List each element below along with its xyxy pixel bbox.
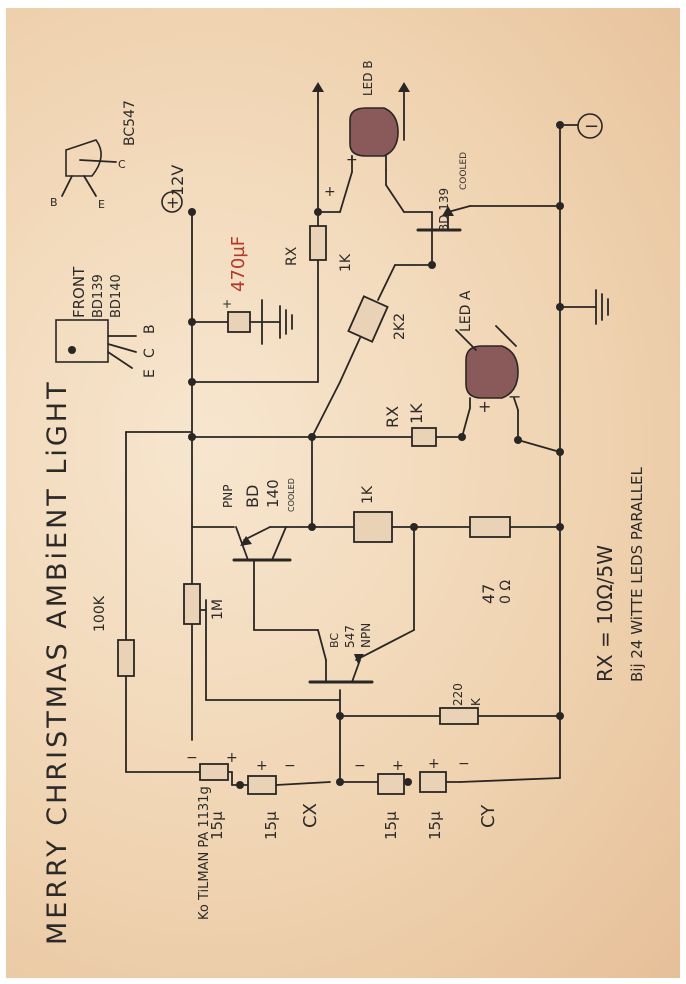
resistor-470 [469,516,511,538]
pinout-type-2: BD140 [109,274,124,318]
supply-plus: + [166,193,179,212]
bc547-num: 547 [343,625,357,648]
led-b-plus-2: + [346,152,358,168]
capacitor-470uf [227,299,293,345]
transistor-bc547-npn [308,654,374,684]
resistor-100k-label: 100K [92,595,108,632]
bc547-prefix: BC [328,633,341,648]
cx2-minus: − [284,758,296,774]
capacitor-cx-1 [199,763,229,781]
bd140-name: BD [243,485,262,508]
rx-note: RX = 10Ω/5W [593,545,617,682]
cy1-minus: − [354,758,366,774]
positive-terminal-icon [161,191,183,213]
led-b [312,82,410,173]
resistor-1k-mid [353,511,393,543]
cy-name: CY [478,804,499,828]
bd139-note: COOLED [459,152,469,190]
diagram-title: MERRY CHRISTMAS AMBiENT LiGHT [42,379,73,945]
resistor-220k-top: 220 [451,683,465,706]
cx-cap-2-value: 15µ [262,811,280,840]
labels: MERRY CHRISTMAS AMBiENT LiGHT Ko TiLMAN … [42,60,646,945]
pinout-front: FRONT [70,266,88,318]
resistor-1k-mid-label: 1K [360,485,376,504]
resistor-470-top: 47 [479,584,498,604]
bd140-num: 140 [264,479,282,508]
resistor-rx-b-label: RX [284,246,300,266]
bd140-note: COOLED [287,478,296,512]
cy2-plus: + [428,756,440,772]
resistor-rx-b-value: 1K [338,253,354,272]
cx1-plus: + [226,750,238,766]
pinout-bc-pin-e: E [98,198,105,211]
pinout-bc547 [61,139,117,197]
capacitor-cy-1 [377,773,405,795]
led-b-plus-1: + [324,184,336,200]
led-a-label: LED A [458,290,474,332]
cy1-plus: + [392,758,404,774]
led-b-label: LED B [361,60,375,96]
pinout-pin-c: C [142,348,158,358]
pinout-type-1: BD139 [91,274,106,318]
pinout-bc-pin-c: C [118,158,126,171]
cx-name: CX [300,803,321,828]
led-a [455,325,519,411]
resistor-rx-a [411,427,437,447]
bd140-type: PNP [221,485,235,508]
ground-symbol [595,289,609,325]
capacitor-470uf-sign: + [222,297,232,311]
led-a-plus: + [478,397,491,416]
pinout-pin-b: B [142,324,158,334]
cy-cap-1-value: 15µ [382,811,400,840]
resistor-100k [117,639,135,677]
led-a-minus: − [508,387,521,406]
resistor-rx-b [309,225,327,261]
supply-minus: − [584,116,599,137]
cx-cap-1-value: 15µ [208,811,226,840]
resistor-220k-bottom: K [469,697,483,706]
capacitor-cy-2 [419,771,447,793]
cy-cap-2-value: 15µ [426,811,444,840]
cy2-minus: − [458,756,470,772]
resistor-2k2-label: 2K2 [392,313,408,340]
pinout-bc547-label: BC547 [122,100,138,146]
transistor-bd139 [416,206,462,266]
pinout-pin-e: E [142,369,158,378]
resistor-220k [439,707,479,725]
resistor-rx-a-value: 1K [407,403,426,424]
negative-terminal-icon [577,113,603,139]
bd139-name: BD 139 [437,188,451,232]
cx1-minus: − [186,750,198,766]
supply-voltage: 12V [168,165,187,196]
resistor-1m-label: 1M [210,599,226,620]
capacitor-470uf-value: 470µF [228,236,249,292]
cx2-plus: + [256,758,268,774]
resistor-rx-a-label: RX [383,406,402,428]
resistor-2k2 [347,295,389,343]
junction-dots [188,121,564,789]
resistor-1m [183,583,201,625]
author-signature: Ko TiLMAN PA 1131g [197,786,212,920]
leds-note: Bij 24 WiTTE LEDS PARALLEL [628,466,646,682]
pinout-bc-pin-b: B [50,196,58,209]
resistor-470-bottom: 0 Ω [498,580,514,604]
bc547-type: NPN [359,623,373,648]
paper-sheet [6,8,680,978]
capacitor-cx-2 [247,775,277,795]
transistor-bd140-pnp [232,526,292,562]
pinout-bd139-bd140 [55,319,137,369]
